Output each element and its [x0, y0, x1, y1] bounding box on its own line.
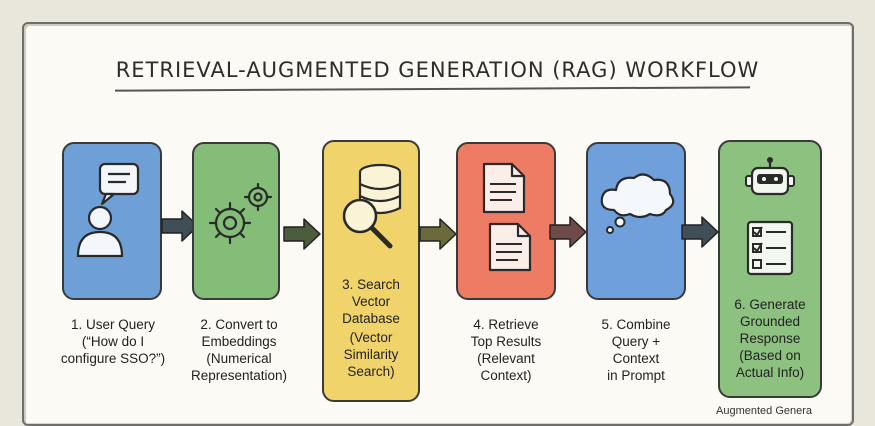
robot-checklist-icon — [745, 157, 795, 276]
step-5-line-3: Context — [612, 351, 660, 366]
step-1-line-1: 1. User Query — [70, 317, 156, 332]
step-6-line-2: Grounded — [739, 314, 801, 329]
step-4-line-3: (Relevant — [477, 351, 535, 366]
step-6-line-5: Actual Info) — [735, 365, 805, 380]
step-3-line-3: Database — [342, 311, 400, 326]
step-3-line-4: (Vector — [349, 330, 393, 345]
step-6-line-1: 6. Generate — [734, 297, 806, 312]
step-4-line-2: Top Results — [470, 334, 542, 349]
arrow-2-icon — [283, 218, 321, 250]
step-5-line-4: in Prompt — [607, 368, 665, 383]
step-6-line-4: (Based on — [739, 348, 801, 363]
step-2-label: 2. Convert to Embeddings (Numerical Repr… — [174, 316, 304, 384]
step-5-label: 5. Combine Query + Context in Prompt — [576, 316, 696, 384]
gears-icon — [208, 182, 273, 245]
step-4-line-1: 4. Retrieve — [473, 317, 539, 332]
step-6-line-3: Response — [739, 331, 801, 346]
step-5-line-2: Query + — [611, 334, 661, 349]
step-3-line-6: Search) — [347, 364, 395, 379]
footer-partial-text: Augmented Genera — [716, 405, 813, 417]
step-3-line-2: Vector — [351, 294, 391, 309]
user-chat-icon — [76, 162, 140, 258]
database-search-icon — [342, 163, 402, 249]
diagram-title: RETRIEVAL-AUGMENTED GENERATION (RAG) WOR… — [115, 58, 760, 82]
step-6-label: 6. Generate Grounded Response (Based on … — [718, 296, 822, 381]
arrow-4-icon — [549, 216, 587, 248]
step-2-line-4: Representation) — [190, 368, 288, 383]
step-5-box — [586, 142, 686, 300]
step-1-label: 1. User Query (“How do I configure SSO?”… — [40, 316, 186, 367]
step-4-line-4: Context) — [480, 368, 532, 383]
step-2-box — [192, 142, 280, 300]
documents-icon — [482, 162, 532, 272]
step-4-label: 4. Retrieve Top Results (Relevant Contex… — [446, 316, 566, 384]
step-3-line-1: 3. Search — [342, 277, 400, 292]
arrow-3-icon — [419, 218, 457, 250]
thought-cloud-icon — [600, 173, 675, 234]
step-3-line-5: Similarity — [343, 347, 399, 362]
step-1-line-2: (“How do I — [81, 334, 145, 349]
step-2-line-3: (Numerical — [206, 351, 272, 366]
arrow-5-icon — [681, 216, 719, 248]
step-2-line-1: 2. Convert to — [200, 317, 278, 332]
step-5-line-1: 5. Combine — [601, 317, 671, 332]
step-3-label: 3. Search Vector Database (Vector Simila… — [322, 276, 420, 380]
arrow-1-icon — [161, 210, 199, 242]
step-1-line-3: configure SSO?”) — [60, 351, 166, 366]
step-2-line-2: Embeddings — [201, 334, 277, 349]
